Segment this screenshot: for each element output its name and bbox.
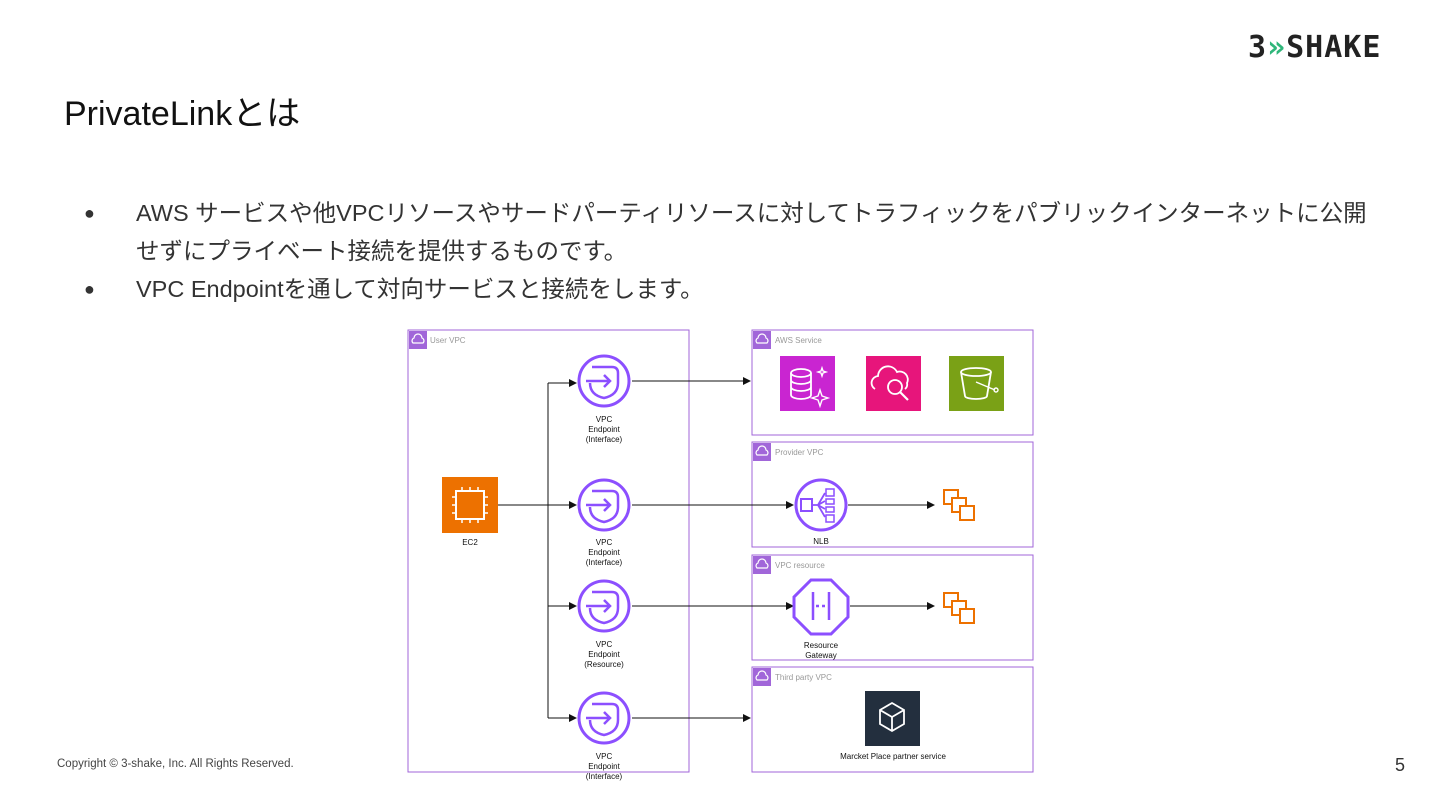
ec2-icon: [442, 477, 498, 533]
svg-text:Endpoint: Endpoint: [588, 425, 620, 434]
vpc-endpoint-icon: [577, 579, 631, 633]
resource-gateway-node: Resource Gateway: [792, 578, 850, 660]
bullet-item: ●VPC Endpointを通して対向サービスと接続をします。: [84, 270, 1374, 308]
vpc-cloud-icon: [752, 667, 772, 687]
svg-text:(Resource): (Resource): [584, 660, 624, 669]
marketplace-node: Marcket Place partner service: [840, 691, 946, 761]
nlb-icon: [794, 478, 848, 532]
nlb-label: NLB: [813, 537, 829, 546]
marketplace-label: Marcket Place partner service: [840, 752, 946, 761]
page-number: 5: [1395, 755, 1406, 775]
vpc-endpoint-2: VPC Endpoint (Interface): [577, 478, 631, 567]
copyright-footer: Copyright © 3-shake, Inc. All Rights Res…: [57, 758, 294, 770]
ec2-instances-icon: [943, 489, 975, 521]
svg-text:(Interface): (Interface): [586, 558, 623, 567]
user-vpc-label: User VPC: [430, 336, 466, 345]
svg-text:(Interface): (Interface): [586, 772, 623, 781]
svg-text:Endpoint: Endpoint: [588, 762, 620, 771]
s3-bucket-icon: [949, 356, 1004, 411]
svg-text:Endpoint: Endpoint: [588, 650, 620, 659]
vpc-endpoint-icon: [577, 691, 631, 745]
svg-text:VPC: VPC: [596, 752, 613, 761]
vpc-cloud-icon: [752, 442, 772, 462]
svg-text:VPC: VPC: [596, 640, 613, 649]
vpc-endpoint-1: VPC Endpoint (Interface): [577, 354, 631, 444]
vpc-endpoint-icon: [577, 354, 631, 408]
aws-service-group: AWS Service: [751, 329, 1034, 436]
ec2-node: EC2: [442, 477, 498, 547]
nlb-node: NLB: [794, 478, 848, 546]
vpc-cloud-icon: [752, 555, 772, 575]
third-party-vpc-group: Third party VPC: [751, 666, 1034, 773]
svg-text:Resource: Resource: [804, 641, 839, 650]
company-logo: 3»SHAKE: [1248, 30, 1382, 65]
svg-text:Gateway: Gateway: [805, 651, 837, 660]
svg-text:VPC: VPC: [596, 415, 613, 424]
logo-arrow-icon: »: [1267, 30, 1287, 65]
user-vpc-group: User VPC: [407, 329, 690, 773]
database-service-icon: [780, 356, 835, 411]
vpc-endpoint-3: VPC Endpoint (Resource): [577, 579, 631, 669]
slide-title: PrivateLinkとは: [64, 95, 301, 133]
connector-lines: [498, 377, 935, 722]
ec2-label: EC2: [462, 538, 478, 547]
resource-gateway-icon: [792, 578, 850, 636]
vpc-endpoint-4: VPC Endpoint (Interface): [577, 691, 631, 781]
provider-vpc-group: Provider VPC: [751, 441, 1034, 548]
vpc-cloud-icon: [408, 330, 428, 350]
vpc-resource-label: VPC resource: [775, 561, 825, 570]
vpc-endpoint-icon: [577, 478, 631, 532]
ec2-instances-icon: [943, 592, 975, 624]
third-party-vpc-label: Third party VPC: [775, 673, 832, 682]
bullet-dot-icon: ●: [84, 279, 95, 299]
svg-text:VPC: VPC: [596, 538, 613, 547]
vpc-cloud-icon: [752, 330, 772, 350]
bullet-dot-icon: ●: [84, 203, 95, 223]
aws-service-label: AWS Service: [775, 336, 822, 345]
bullet-list: ●AWS サービスや他VPCリソースやサードパーティリソースに対してトラフィック…: [84, 194, 1374, 308]
vpc-resource-group: VPC resource: [751, 554, 1034, 661]
provider-vpc-label: Provider VPC: [775, 448, 824, 457]
svg-text:Endpoint: Endpoint: [588, 548, 620, 557]
cloud-search-icon: [866, 356, 921, 411]
svg-text:(Interface): (Interface): [586, 435, 623, 444]
bullet-item: ●AWS サービスや他VPCリソースやサードパーティリソースに対してトラフィック…: [84, 194, 1374, 270]
